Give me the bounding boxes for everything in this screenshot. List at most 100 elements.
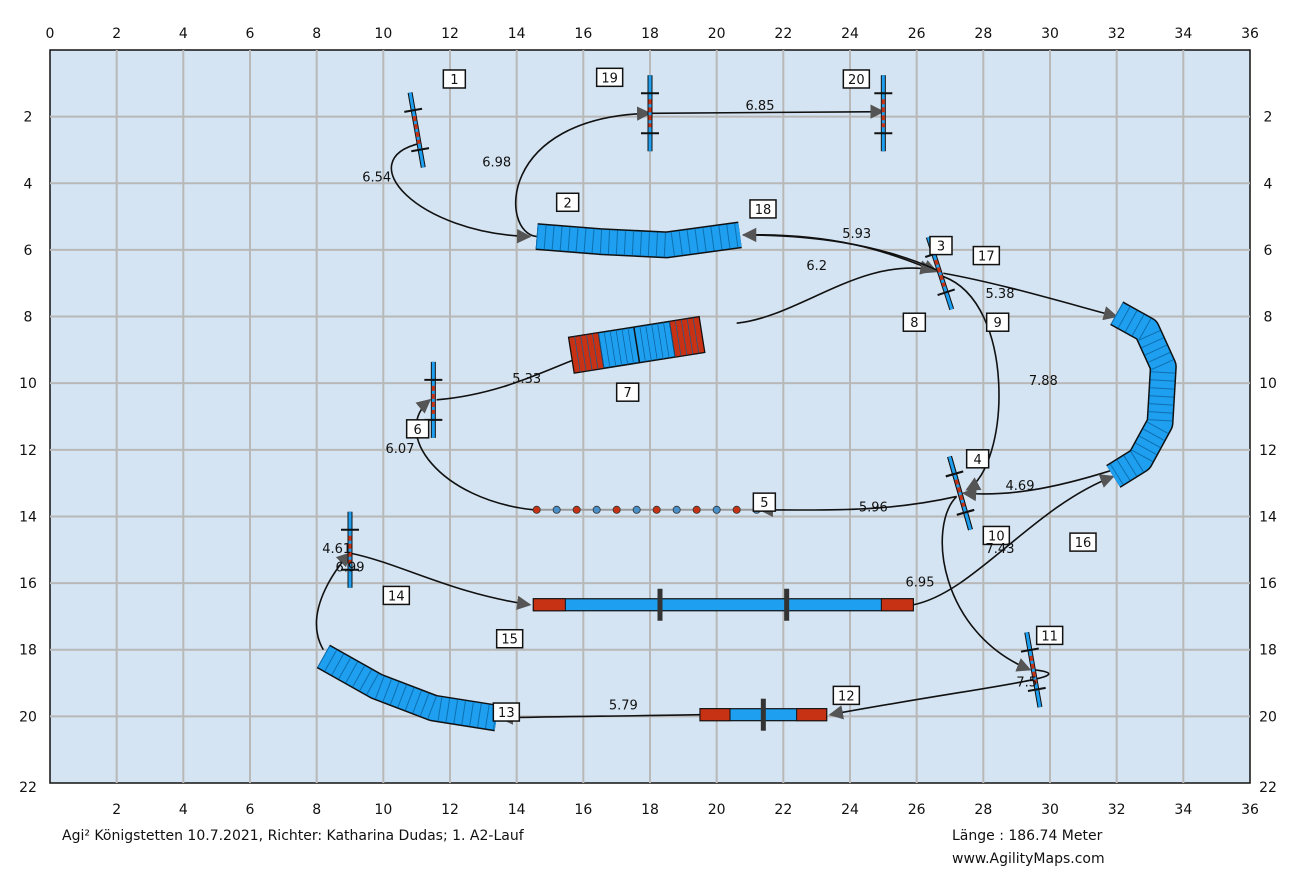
number-box xyxy=(832,685,861,706)
a-frame-slat xyxy=(680,319,688,356)
distance-label: 5.96 xyxy=(859,500,888,515)
path-segment xyxy=(514,106,652,238)
seesaw-contact xyxy=(796,708,828,722)
distance-label: 7.5 xyxy=(1016,675,1037,690)
number-text: 3 xyxy=(937,240,945,255)
x-tick-top: 2 xyxy=(112,26,121,42)
distance-label: 5.79 xyxy=(609,699,638,714)
distance-labels: 6.546.986.855.936.25.387.885.336.075.964… xyxy=(322,99,1058,714)
path-segment xyxy=(736,260,935,325)
y-tick-right: 12 xyxy=(1259,443,1277,459)
number-box xyxy=(1035,625,1064,646)
y-tick-right: 8 xyxy=(1264,310,1273,326)
a-frame-slat xyxy=(586,334,593,371)
number-text: 12 xyxy=(838,689,855,704)
weave-pole xyxy=(692,505,701,514)
jump-wing xyxy=(956,508,975,516)
a-frame-slat xyxy=(627,327,634,364)
jump-bar xyxy=(1029,655,1038,684)
number-text: 4 xyxy=(974,453,982,468)
a-frame-slat xyxy=(686,318,694,355)
jump-wing xyxy=(937,288,956,296)
y-tick-right: 18 xyxy=(1259,643,1277,659)
jump-wing xyxy=(1027,686,1046,692)
a-frame-slat xyxy=(657,323,664,359)
x-tick-bottom: 10 xyxy=(374,802,392,818)
x-tick-top: 32 xyxy=(1108,26,1126,42)
tunnel-ribs xyxy=(535,223,742,257)
number-box xyxy=(492,702,521,722)
number-box xyxy=(382,585,411,606)
a-frame-slat xyxy=(597,332,605,369)
x-tick-bottom: 22 xyxy=(774,802,792,818)
jump-wing xyxy=(404,107,423,113)
jump-obstacle xyxy=(404,92,430,168)
a-frame-slat xyxy=(645,325,652,361)
path-segment xyxy=(913,474,1115,606)
tunnel-body xyxy=(1106,302,1176,487)
number-text: 19 xyxy=(601,71,618,86)
obstacle-number: 4 xyxy=(965,449,990,469)
x-tick-top: 6 xyxy=(246,26,255,42)
distance-label: 4.69 xyxy=(1006,479,1035,494)
x-tick-bottom: 16 xyxy=(574,802,592,818)
jump-frame xyxy=(948,456,972,531)
a-frame xyxy=(567,315,706,374)
path-segment xyxy=(315,552,352,651)
x-tick-top: 24 xyxy=(841,26,859,42)
x-tick-bottom: 8 xyxy=(312,802,321,818)
weave-pole xyxy=(632,505,641,514)
distance-label: 6.98 xyxy=(482,156,511,171)
path-segment xyxy=(741,227,937,271)
x-tick-bottom: 24 xyxy=(841,802,859,818)
x-tick-bottom: 14 xyxy=(508,802,526,818)
obstacle-number: 20 xyxy=(842,69,871,89)
x-tick-bottom: 30 xyxy=(1041,802,1059,818)
number-text: 14 xyxy=(388,589,405,604)
jump-obstacle xyxy=(424,361,443,438)
jump-bar xyxy=(954,479,966,508)
number-text: 20 xyxy=(848,73,865,88)
a-frame-slat xyxy=(603,331,611,368)
y-tick-left: 18 xyxy=(19,643,37,659)
dog-path xyxy=(315,104,1119,725)
number-text: 1 xyxy=(450,73,458,88)
number-box xyxy=(929,235,953,256)
y-tick-left: 6 xyxy=(24,243,33,259)
tunnel-body xyxy=(535,223,742,257)
weave-pole xyxy=(552,505,561,514)
path-segment xyxy=(828,668,1050,720)
course-info: Agi² Königstetten 10.7.2021, Richter: Ka… xyxy=(62,828,524,844)
seesaw-pivot xyxy=(760,698,766,731)
a-frame-slat xyxy=(692,317,700,354)
a-frame-slat xyxy=(621,328,628,365)
a-frame-apex xyxy=(633,326,641,363)
number-text: 16 xyxy=(1075,536,1092,551)
x-tick-top: 8 xyxy=(312,26,321,42)
jump-obstacle xyxy=(1020,631,1046,708)
weave-pole xyxy=(572,505,581,514)
x-tick-bottom: 32 xyxy=(1108,802,1126,818)
number-box xyxy=(442,69,467,89)
obstacle-number: 1 xyxy=(442,69,467,89)
number-box xyxy=(555,192,580,213)
jump-wing xyxy=(411,147,430,153)
a-frame-contact xyxy=(668,316,706,358)
website: www.AgilityMaps.com xyxy=(952,851,1105,867)
y-tick-right: 14 xyxy=(1259,509,1277,525)
obstacle-number: 12 xyxy=(832,685,861,706)
dogwalk-contact xyxy=(532,598,566,612)
number-text: 13 xyxy=(498,706,515,721)
distance-label: 6.2 xyxy=(806,259,827,274)
x-tick-top: 28 xyxy=(974,26,992,42)
distance-label: 6.95 xyxy=(906,575,935,590)
weave-pole xyxy=(592,505,601,514)
x-tick-top: 12 xyxy=(441,26,459,42)
distance-label: 6.54 xyxy=(362,171,391,186)
jump-frame xyxy=(408,92,425,168)
obstacle-number: 6 xyxy=(405,419,430,439)
obstacle-number: 16 xyxy=(1069,532,1097,552)
x-tick-bottom: 34 xyxy=(1174,802,1192,818)
